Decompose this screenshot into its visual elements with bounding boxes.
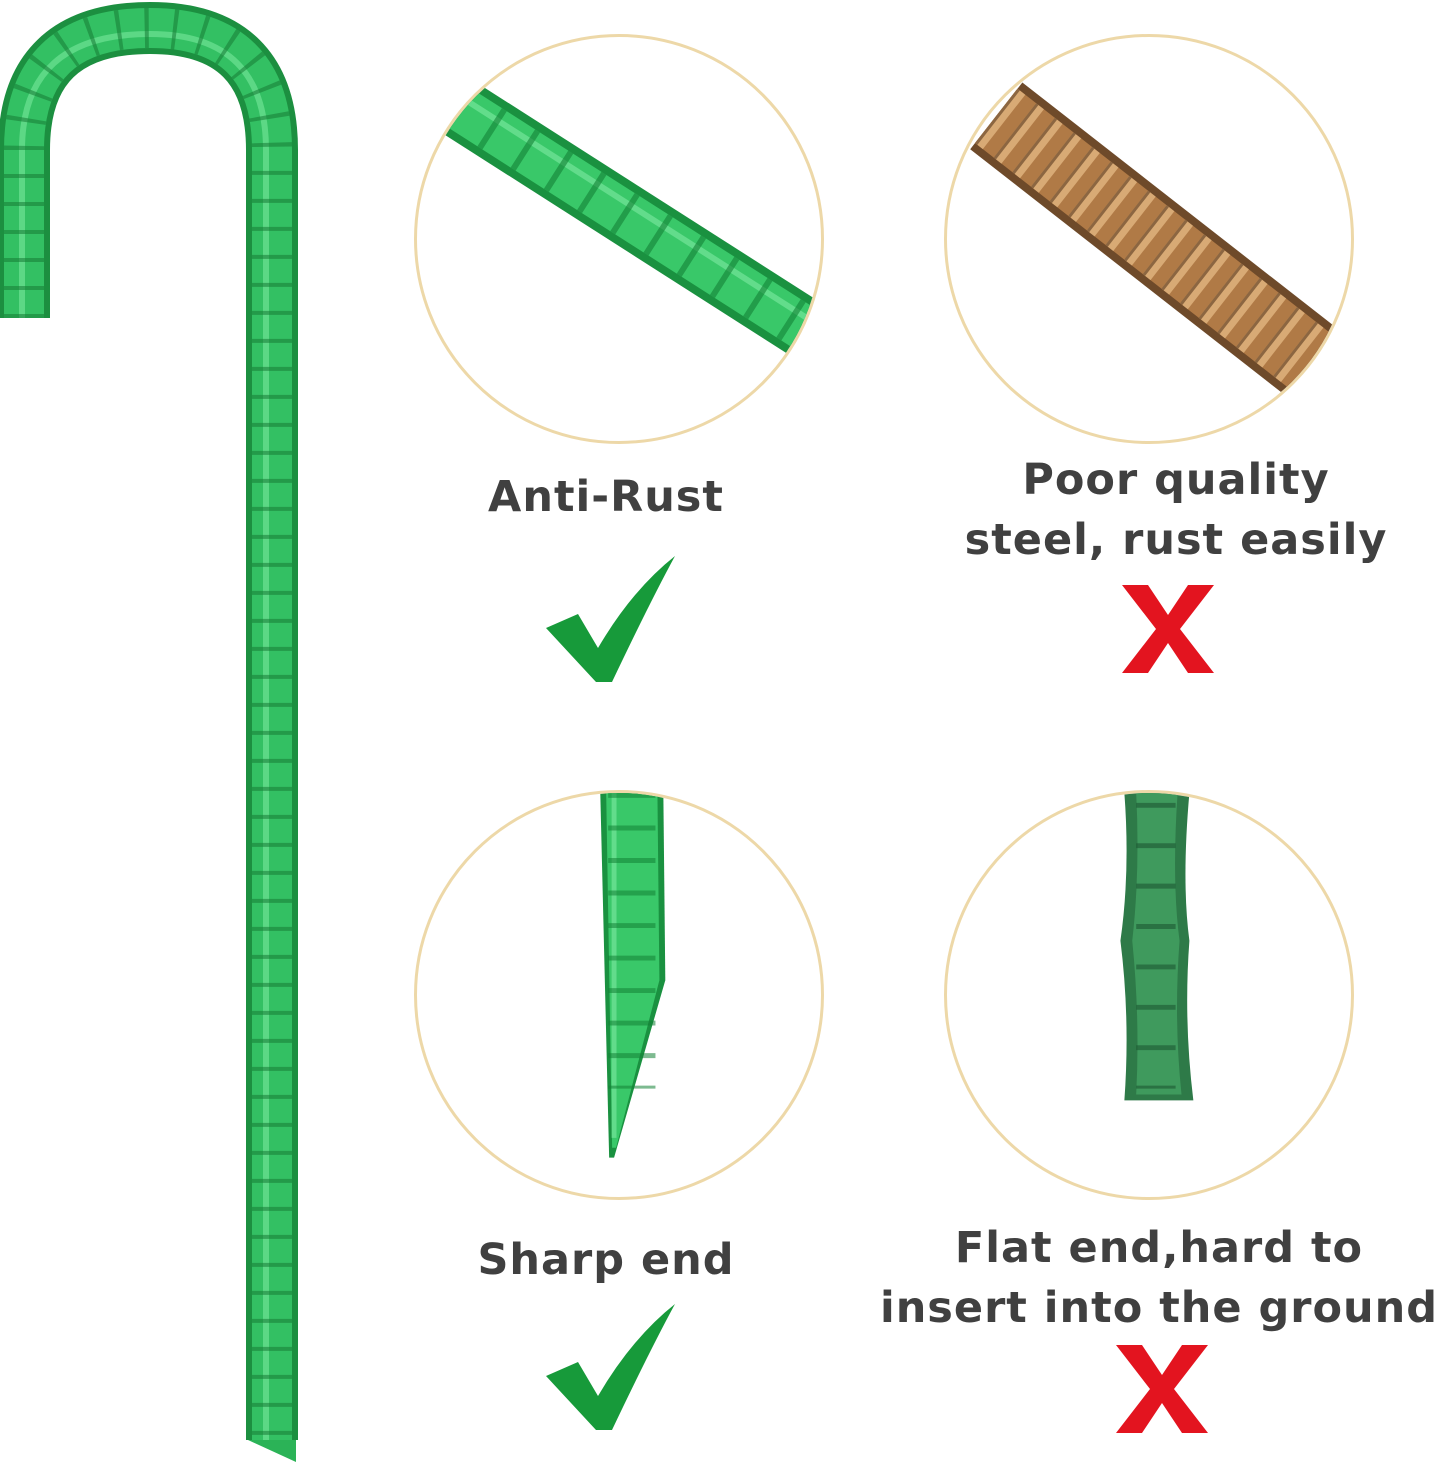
poor-quality-closeup — [944, 34, 1354, 444]
rusty-rebar-icon — [970, 82, 1338, 396]
anti-rust-closeup — [414, 34, 824, 444]
sharp-end-closeup — [414, 790, 824, 1200]
flat-end-caption: Flat end,hard to insert into the ground — [878, 1218, 1440, 1338]
sharp-tip-icon — [600, 793, 666, 1158]
anti-rust-caption: Anti-Rust — [414, 467, 798, 527]
poor-quality-caption: Poor quality steel, rust easily — [944, 450, 1408, 570]
caption-line: insert into the ground — [879, 1283, 1439, 1333]
caption-line: Flat end,hard to — [954, 1223, 1364, 1273]
flat-end-closeup — [944, 790, 1354, 1200]
caption-line: Sharp end — [477, 1235, 735, 1285]
cross-icon — [1116, 1345, 1208, 1433]
checkmark-icon — [546, 1304, 675, 1430]
green-rebar-icon — [439, 80, 821, 359]
caption-line: Anti-Rust — [488, 472, 724, 522]
garden-stake-hook-icon — [0, 1, 298, 1462]
flat-tip-icon — [1120, 793, 1194, 1101]
caption-line: Poor quality — [1022, 455, 1330, 505]
cross-icon — [1122, 585, 1214, 673]
checkmark-icon — [546, 556, 675, 682]
caption-line: steel, rust easily — [964, 515, 1388, 565]
sharp-end-caption: Sharp end — [414, 1230, 798, 1290]
